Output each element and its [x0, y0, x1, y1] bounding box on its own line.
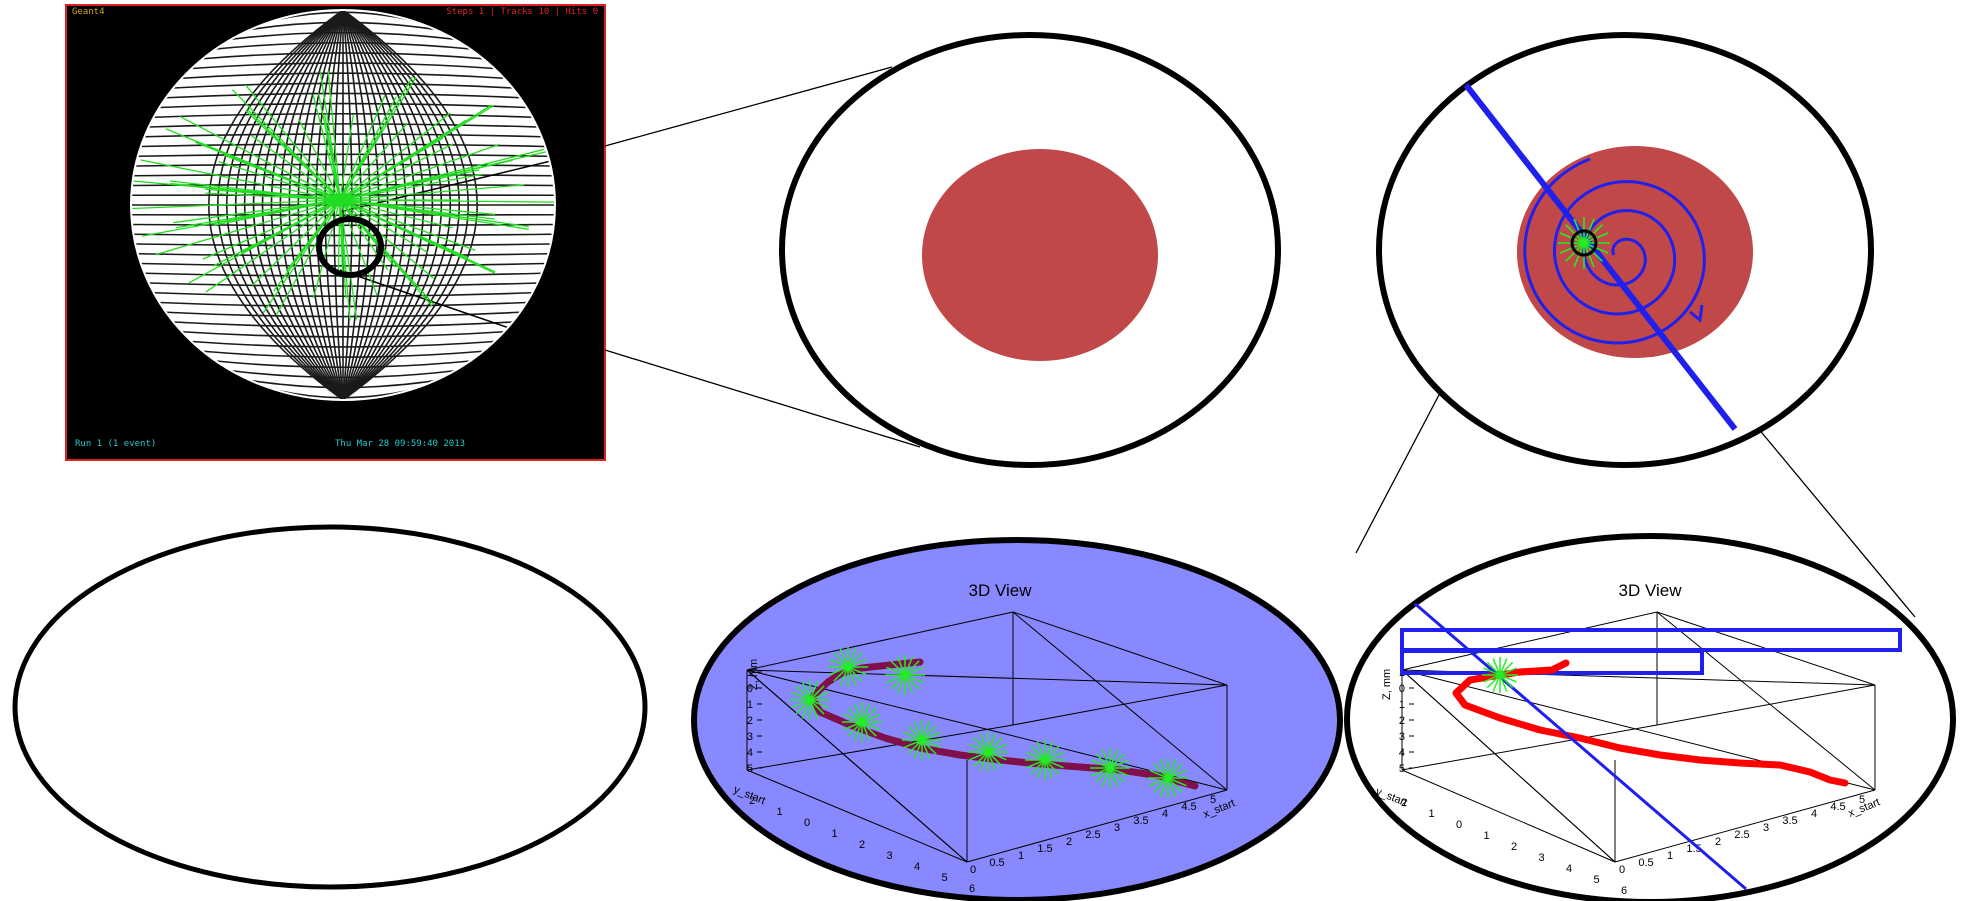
- sphere-outline: [130, 9, 556, 401]
- connector-line: [604, 66, 893, 147]
- star-icon: [902, 720, 942, 760]
- x-tick-label: 4: [1811, 808, 1817, 820]
- sim-status-left: Run 1 (1 event): [75, 439, 156, 449]
- z-tick-label: 5: [747, 763, 753, 775]
- z-tick-label: 3: [1399, 731, 1405, 743]
- wire-sphere-icon: [131, 10, 555, 400]
- y-tick-label: 2: [859, 839, 865, 851]
- y-tick-label: 0: [1456, 819, 1462, 831]
- z-tick-label: 0: [747, 683, 753, 695]
- y-tick-label: 1: [1483, 830, 1489, 842]
- sim-top-left-text: Geant4: [72, 7, 105, 17]
- x-tick-label: 5: [1210, 794, 1216, 806]
- x-tick-label: 3: [1763, 822, 1769, 834]
- green-star-icon: [1558, 217, 1610, 269]
- x-tick-label: 0.5: [1638, 857, 1653, 869]
- x-tick-label: 0.5: [989, 857, 1004, 869]
- sim-status-center: Thu Mar 28 09:59:40 2013: [335, 439, 465, 449]
- x-tick-label: 5: [1859, 794, 1865, 806]
- zoom-ellipse-detector: [779, 32, 1281, 468]
- x-tick-label: 2.5: [1085, 829, 1100, 841]
- star-icon: [842, 702, 882, 742]
- x-tick-label: 4: [1162, 808, 1168, 820]
- x-tick-label: 4.5: [1181, 801, 1196, 813]
- star-icon: [1482, 657, 1518, 693]
- sim-top-right-text: Steps 1 | Tracks 10 | Hits 0: [446, 7, 598, 17]
- x-tick-label: 1: [1667, 850, 1673, 862]
- star-icon: [828, 647, 868, 687]
- y-tick-label: 4: [914, 861, 920, 873]
- y-tick-label: 2: [749, 795, 755, 807]
- z-tick-label: 4: [747, 747, 753, 759]
- star-icon: [1558, 217, 1610, 269]
- plot-3d-view-red: 3D View 101234521012345600.511.522.533.5…: [1344, 533, 1956, 901]
- x-tick-label: 2: [1715, 836, 1721, 848]
- x-tick-label: 2.5: [1734, 829, 1749, 841]
- z-tick-label: 2: [747, 715, 753, 727]
- star-icon: [968, 732, 1008, 772]
- y-tick-label: 5: [941, 872, 947, 884]
- zoom-marker-circle: [316, 216, 384, 278]
- y-tick-label: 4: [1566, 863, 1572, 875]
- red-blob: [922, 149, 1158, 361]
- y-tick-label: 2: [1511, 841, 1517, 853]
- z-tick-label: 5: [1399, 763, 1405, 775]
- z-tick-label: 0: [1399, 683, 1405, 695]
- connector-line: [604, 349, 921, 448]
- z-tick-label: 1: [747, 699, 753, 711]
- z-tick-label: 3: [747, 731, 753, 743]
- star-icon: [1148, 758, 1188, 798]
- panel5-title: 3D View: [969, 581, 1033, 600]
- z-tick-label: 2: [1399, 715, 1405, 727]
- y-tick-label: 1: [1428, 808, 1434, 820]
- panel6-zlabel: Z, mm: [1381, 669, 1393, 700]
- x-tick-label: 1.5: [1037, 843, 1052, 855]
- y-tick-label: 0: [804, 817, 810, 829]
- star-icon: [1025, 740, 1065, 780]
- y-tick-label: 6: [969, 883, 975, 895]
- z-tick-label: 4: [1399, 747, 1405, 759]
- panel5-zlabel: Z, mm: [748, 659, 760, 690]
- blue-track: [1463, 83, 1738, 431]
- spiral-arrow-icon: [1523, 157, 1706, 345]
- plot-3d-view-blue: 3D View 1 0 1 2 3 4 5 2 1 0 1 2 3 4 5 6 0 0.5 1 1.5 2 2.5 3 3.5…: [691, 537, 1343, 901]
- red-blob: [1517, 146, 1753, 358]
- x-tick-label: 4.5: [1830, 801, 1845, 813]
- sim-event-display: Geant4 Steps 1 | Tracks 10 | Hits 0 Run …: [65, 4, 606, 461]
- x-tick-label: 0: [1619, 864, 1625, 876]
- blue-track-3d: [1412, 600, 1747, 891]
- green-star-icon: [1482, 657, 1518, 693]
- y-tick-label: 3: [886, 850, 892, 862]
- star-icon: [1090, 748, 1130, 788]
- y-tick-label: 3: [1538, 852, 1544, 864]
- y-tick-label: 1: [776, 806, 782, 818]
- zoom-ellipse-spiral: [1376, 32, 1874, 468]
- x-tick-label: 3.5: [1133, 815, 1148, 827]
- x-tick-label: 2: [1066, 836, 1072, 848]
- star-icon: [885, 655, 925, 695]
- y-tick-label: 6: [1621, 885, 1627, 897]
- x-tick-label: 0: [970, 864, 976, 876]
- empty-ellipse: [12, 524, 648, 890]
- y-tick-label: 5: [1593, 874, 1599, 886]
- x-tick-label: 3.5: [1782, 815, 1797, 827]
- star-icon: [790, 680, 830, 720]
- x-tick-label: 3: [1114, 822, 1120, 834]
- panel6-title: 3D View: [1619, 581, 1683, 600]
- z-tick-label: 1: [747, 667, 753, 679]
- x-tick-label: 1: [1018, 850, 1024, 862]
- y-tick-label: 1: [831, 828, 837, 840]
- arrow-head: [1689, 304, 1704, 323]
- z-tick-label: 1: [1399, 699, 1405, 711]
- y-tick-label: 2: [1401, 797, 1407, 809]
- blue-selection-boxes: [1400, 628, 1902, 675]
